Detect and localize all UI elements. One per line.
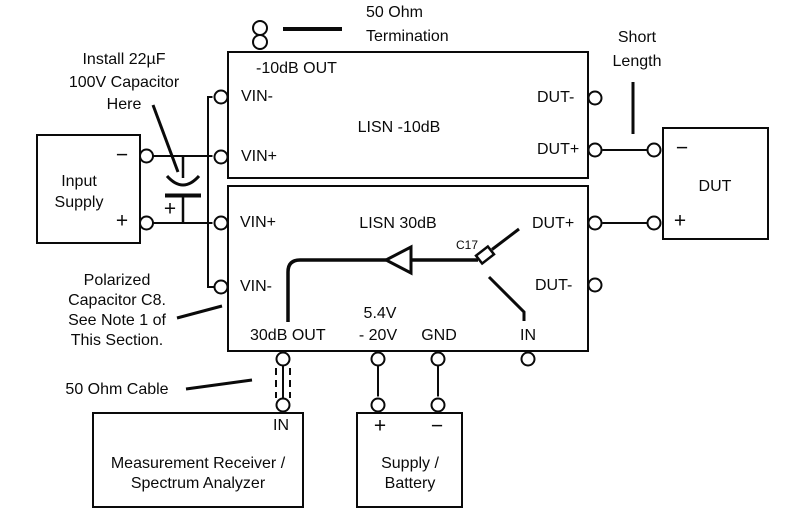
input-supply-label-line2: Supply — [54, 194, 104, 211]
lisn30-c17-label: C17 — [456, 238, 479, 252]
short-length-note-line1: Short — [617, 29, 657, 46]
terminal-lisn10-dut-minus — [587, 90, 603, 106]
terminal-battery-plus — [370, 397, 386, 413]
input-supply-label-line1: Input — [61, 173, 97, 190]
termination-note-line2: Termination — [366, 28, 449, 45]
lisn30-title: LISN 30dB — [359, 215, 437, 232]
install-cap-note-line3: Here — [106, 96, 142, 113]
battery-box — [356, 412, 463, 508]
terminal-receiver-in — [275, 397, 291, 413]
receiver-label-line2: Spectrum Analyzer — [130, 475, 266, 492]
terminal-input-minus — [139, 148, 154, 164]
battery-label-line2: Battery — [384, 475, 436, 492]
install-cap-note-line2: 100V Capacitor — [68, 74, 180, 91]
terminal-dut-minus — [646, 142, 662, 158]
terminal-10db-out-terminator — [252, 20, 268, 36]
lisn10-dut-minus-label: DUT- — [537, 89, 575, 106]
terminal-10db-out — [252, 34, 268, 50]
input-supply-minus-sign: − — [115, 143, 129, 167]
lisn30-vin-minus-label: VIN- — [240, 278, 272, 295]
terminal-30db-out — [275, 351, 291, 367]
lisn30-supply-voltage-line2: - 20V — [358, 327, 398, 344]
terminal-lisn10-vin-minus — [213, 89, 229, 105]
lisn10-vin-plus-label: VIN+ — [241, 148, 278, 165]
polarized-note-line3: See Note 1 of — [68, 312, 166, 329]
dut-box — [662, 127, 769, 240]
terminal-gnd — [430, 351, 446, 367]
terminal-dut-plus — [646, 215, 662, 231]
c17-capacitor-icon — [474, 244, 496, 266]
battery-label-line1: Supply / — [381, 455, 439, 472]
lisn30-vin-plus-label: VIN+ — [240, 214, 277, 231]
terminal-in — [520, 351, 536, 367]
polarized-note-line2: Capacitor C8. — [68, 292, 166, 309]
terminal-supply-v — [370, 351, 386, 367]
terminal-battery-minus — [430, 397, 446, 413]
terminal-lisn10-vin-plus — [213, 149, 229, 165]
terminal-lisn30-vin-minus — [213, 279, 229, 295]
internal-path-to-dutplus — [491, 227, 520, 251]
termination-note-line1: 50 Ohm — [366, 4, 423, 21]
lisn30-out-label: 30dB OUT — [250, 327, 326, 344]
capacitor-polarity-plus-sign: + — [163, 197, 177, 221]
polarized-note-line4: This Section. — [70, 332, 164, 349]
lisn10-vin-minus-label: VIN- — [241, 88, 273, 105]
short-length-note-line2: Length — [612, 53, 662, 70]
receiver-box — [92, 412, 304, 508]
input-supply-plus-sign: + — [115, 209, 129, 233]
lisn30-gnd-label: GND — [421, 327, 457, 344]
cable-pointer-line — [185, 378, 253, 391]
terminal-lisn30-dut-plus — [587, 215, 603, 231]
terminal-lisn10-dut-plus — [587, 142, 603, 158]
lisn-10db-box — [227, 51, 589, 179]
receiver-label-line1: Measurement Receiver / — [110, 455, 286, 472]
capacitor-curved-plate — [165, 174, 201, 187]
polarized-note-pointer-line — [176, 304, 223, 320]
install-cap-note-line1: Install 22µF — [82, 51, 166, 68]
lisn30-dut-minus-label: DUT- — [535, 277, 573, 294]
lisn10-out-label: -10dB OUT — [256, 60, 337, 77]
lisn30-in-label: IN — [520, 327, 536, 344]
wire-vinminus-bus — [207, 96, 214, 288]
terminal-input-plus — [139, 215, 154, 231]
terminal-lisn30-dut-minus — [587, 277, 603, 293]
receiver-in-label: IN — [273, 417, 289, 434]
internal-path-in — [487, 275, 526, 321]
internal-path-out — [286, 258, 386, 322]
polarized-note-line1: Polarized — [83, 272, 151, 289]
battery-plus-sign: + — [373, 414, 387, 438]
lisn10-title: LISN -10dB — [357, 119, 441, 136]
input-supply-box — [36, 134, 141, 244]
dut-plus-sign: + — [673, 209, 687, 233]
dut-title: DUT — [698, 178, 732, 195]
lisn30-supply-voltage-line1: 5.4V — [363, 305, 397, 322]
cable-note: 50 Ohm Cable — [65, 381, 169, 398]
lisn30-dut-plus-label: DUT+ — [532, 215, 575, 232]
dut-minus-sign: − — [675, 136, 689, 160]
battery-minus-sign: − — [430, 414, 444, 438]
install-cap-pointer-line — [151, 104, 180, 173]
lisn10-dut-plus-label: DUT+ — [537, 141, 580, 158]
terminal-lisn30-vin-plus — [213, 215, 229, 231]
